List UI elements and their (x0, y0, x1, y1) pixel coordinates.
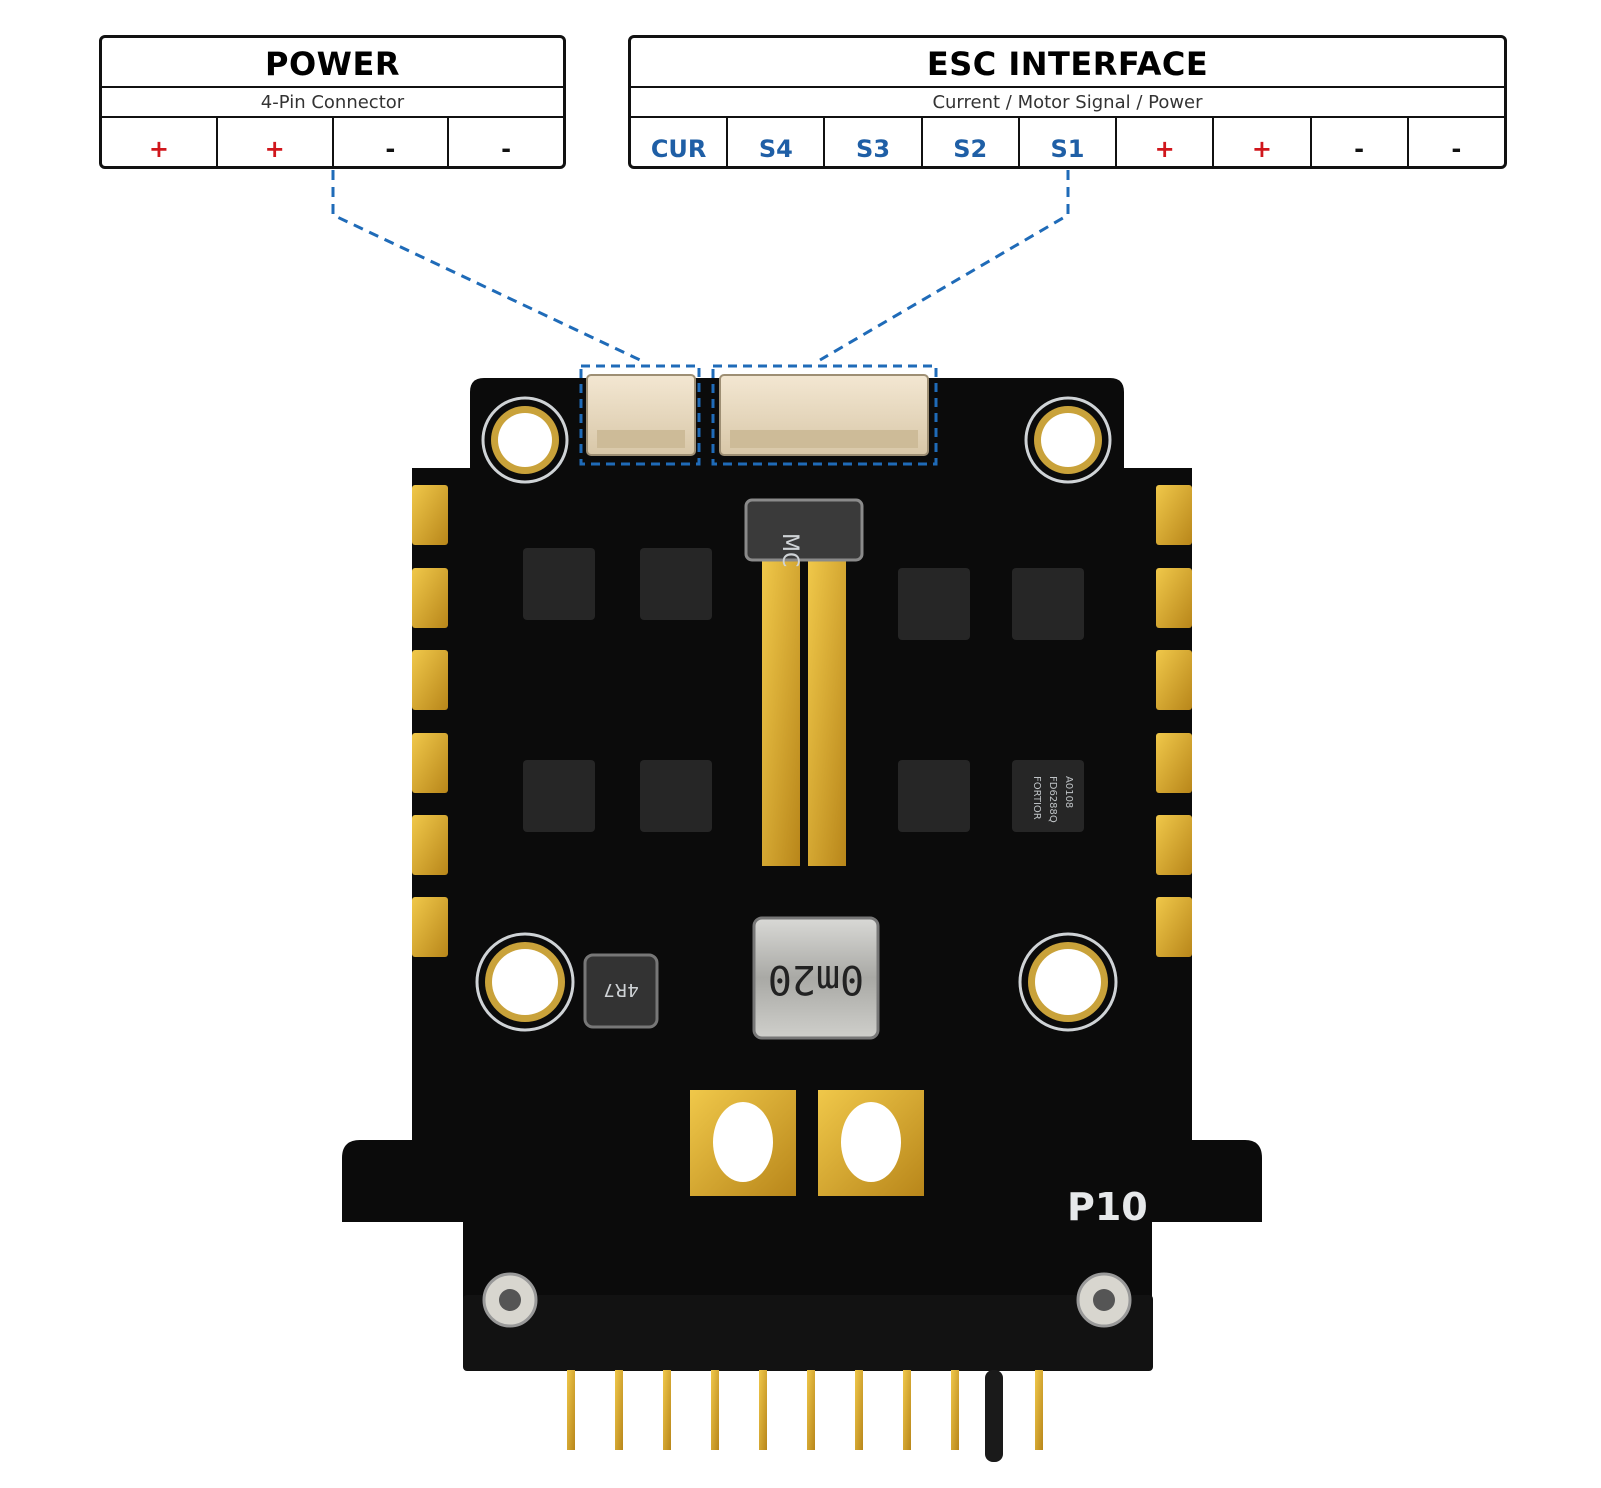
chip (898, 568, 970, 640)
power-connector-slot (597, 430, 685, 448)
motor-pad (1156, 897, 1192, 957)
power-pin-4: - (501, 135, 512, 163)
header-pin (663, 1370, 671, 1450)
inductor-top (744, 498, 864, 562)
header-pin (711, 1370, 719, 1450)
mounting-hole-top-right (1024, 396, 1112, 484)
motor-pads-right (1156, 485, 1192, 957)
mounting-hole-bottom-left (475, 932, 575, 1032)
esc-subtitle: Current / Motor Signal / Power (631, 88, 1504, 118)
chip (640, 548, 712, 620)
header-pin (615, 1370, 623, 1450)
motor-pad (412, 815, 448, 875)
shunt-resistor (752, 916, 880, 1040)
chip (523, 548, 595, 620)
power-pin-3: - (334, 118, 450, 166)
power-connector (579, 364, 701, 466)
chip-marking-brand: FORTIOR (1031, 776, 1042, 820)
power-title: POWER (102, 38, 563, 88)
shunt-resistor-label: 0m20 (768, 956, 864, 1002)
header-key-pin (985, 1370, 1003, 1462)
motor-pads-left (412, 485, 448, 957)
chip (640, 760, 712, 832)
esc-connector-slot (730, 430, 918, 448)
esc-pin-gnd-2: - (1451, 135, 1462, 163)
inductor-top-label: MC (777, 533, 802, 567)
esc-pin-cur: CUR (631, 118, 729, 166)
esc-pin-gnd-1: - (1312, 118, 1409, 166)
motor-pad (412, 650, 448, 710)
header-pin (567, 1370, 575, 1450)
esc-connector-highlight (711, 364, 938, 466)
motor-pad (1156, 485, 1192, 545)
mounting-holes (475, 396, 1118, 1032)
header-standoff-right-hole (1093, 1289, 1115, 1311)
mounting-hole-bottom-right-bore (1035, 949, 1101, 1015)
esc-pin-s1: S1 (1020, 118, 1118, 166)
motor-pad (1156, 733, 1192, 793)
esc-pin-s4: S4 (728, 118, 826, 166)
bus-bar-left (762, 560, 800, 866)
power-pin-1: + (102, 118, 218, 166)
pin-header (463, 1272, 1153, 1462)
chip-grid (523, 548, 1084, 832)
chip-marking-part: FD6288Q (1047, 776, 1058, 823)
mounting-hole-top-right-bore (1041, 413, 1095, 467)
bus-bar-right (808, 560, 846, 866)
motor-pad (412, 897, 448, 957)
motor-pad (412, 733, 448, 793)
mounting-hole-top-left-bore (498, 413, 552, 467)
chip (1012, 568, 1084, 640)
mounting-hole-top-left (481, 396, 569, 484)
header-standoff-left-hole (499, 1289, 521, 1311)
esc-pin-s3: S3 (825, 118, 923, 166)
header-pin (807, 1370, 815, 1450)
power-pin-row: + + - - (102, 118, 563, 166)
header-pin (903, 1370, 911, 1450)
board-label: P10 (1067, 1185, 1148, 1229)
mounting-hole-bottom-right (1018, 932, 1118, 1032)
motor-pad (1156, 568, 1192, 628)
pin-header-body (463, 1295, 1153, 1371)
esc-leader-line (819, 170, 1070, 362)
chip (523, 760, 595, 832)
motor-pad (1156, 815, 1192, 875)
chip-marking-lot: A0108 (1063, 776, 1074, 808)
power-leader-line (331, 170, 641, 362)
esc-pin-row: CUR S4 S3 S2 S1 + + - - (631, 118, 1504, 166)
battery-pad-right-hole (841, 1102, 901, 1182)
esc-pin-s2: S2 (923, 118, 1020, 166)
leader-lines (331, 170, 1070, 362)
battery-pad-left-hole (713, 1102, 773, 1182)
power-subtitle: 4-Pin Connector (102, 88, 563, 118)
esc-pinout-table: ESC INTERFACE Current / Motor Signal / P… (628, 35, 1507, 169)
esc-pin-vplus-1: + (1117, 118, 1215, 166)
motor-pad (1156, 650, 1192, 710)
power-pinout-table: POWER 4-Pin Connector + + - - (99, 35, 566, 169)
header-pin (759, 1370, 767, 1450)
header-pin (951, 1370, 959, 1450)
esc-title: ESC INTERFACE (631, 38, 1504, 88)
battery-pads (690, 1090, 924, 1196)
power-connector-highlight (579, 364, 701, 466)
mounting-hole-bottom-left-bore (492, 949, 558, 1015)
inductor-small (583, 953, 659, 1029)
header-pin (1035, 1370, 1043, 1450)
header-pin (855, 1370, 863, 1450)
esc-pin-vplus-2: + (1214, 118, 1312, 166)
motor-pad (412, 568, 448, 628)
chip (1012, 760, 1084, 832)
motor-pad (412, 485, 448, 545)
chip (898, 760, 970, 832)
power-pin-2: + (218, 118, 334, 166)
esc-connector (711, 364, 938, 466)
inductor-small-label: 4R7 (603, 979, 638, 1000)
